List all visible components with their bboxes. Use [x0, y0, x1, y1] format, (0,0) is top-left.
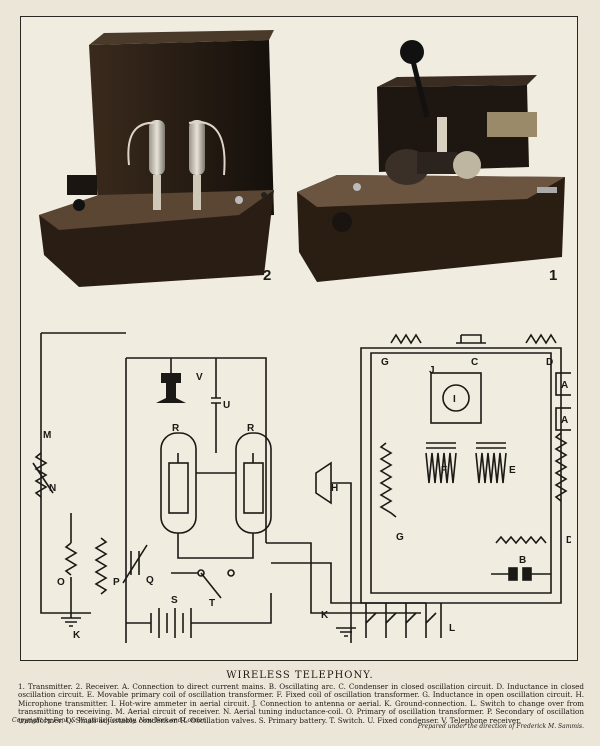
label-K2: K — [321, 610, 329, 621]
label-U: U — [223, 400, 230, 411]
label-A1: A — [561, 380, 568, 391]
receiver-figure-number: 2 — [263, 267, 272, 284]
circuit-diagram: V U R R M N O P Q T S K K H G G C J I D … — [32, 332, 571, 643]
label-D2: D — [566, 535, 571, 546]
label-K1: K — [73, 630, 81, 641]
label-S: S — [171, 595, 178, 606]
label-H: H — [331, 483, 338, 494]
label-P: P — [113, 577, 120, 588]
label-I: I — [453, 394, 456, 405]
plate-frame: 2 1 — [20, 16, 578, 661]
label-L: L — [449, 623, 455, 634]
caption-text: 1. Transmitter. 2. Receiver. A. Connecti… — [18, 682, 584, 725]
label-D1: D — [546, 357, 553, 368]
label-G1: G — [381, 357, 389, 368]
caption-title: WIRELESS TELEPHONY. — [226, 670, 374, 681]
label-C: C — [471, 357, 478, 368]
label-A2: A — [561, 415, 568, 426]
prepared-note: Prepared under the direction of Frederic… — [417, 723, 584, 730]
label-T: T — [209, 598, 215, 609]
label-G2: G — [396, 532, 404, 543]
label-Q: Q — [146, 575, 154, 586]
transmitter-figure-number: 1 — [549, 267, 558, 284]
label-O: O — [57, 577, 65, 588]
transmitter-photo — [297, 27, 565, 292]
copyright-note: Copyright by Funk & Wagnalls Company, Ne… — [12, 717, 209, 724]
label-J: J — [429, 365, 435, 376]
label-R2: R — [247, 423, 255, 434]
receiver-photo — [39, 25, 279, 295]
label-M: M — [43, 430, 51, 441]
label-B: B — [519, 555, 526, 566]
label-F: F — [441, 465, 447, 476]
label-V: V — [196, 372, 203, 383]
label-R1: R — [172, 423, 180, 434]
label-E: E — [509, 465, 516, 476]
label-N: N — [49, 483, 56, 494]
